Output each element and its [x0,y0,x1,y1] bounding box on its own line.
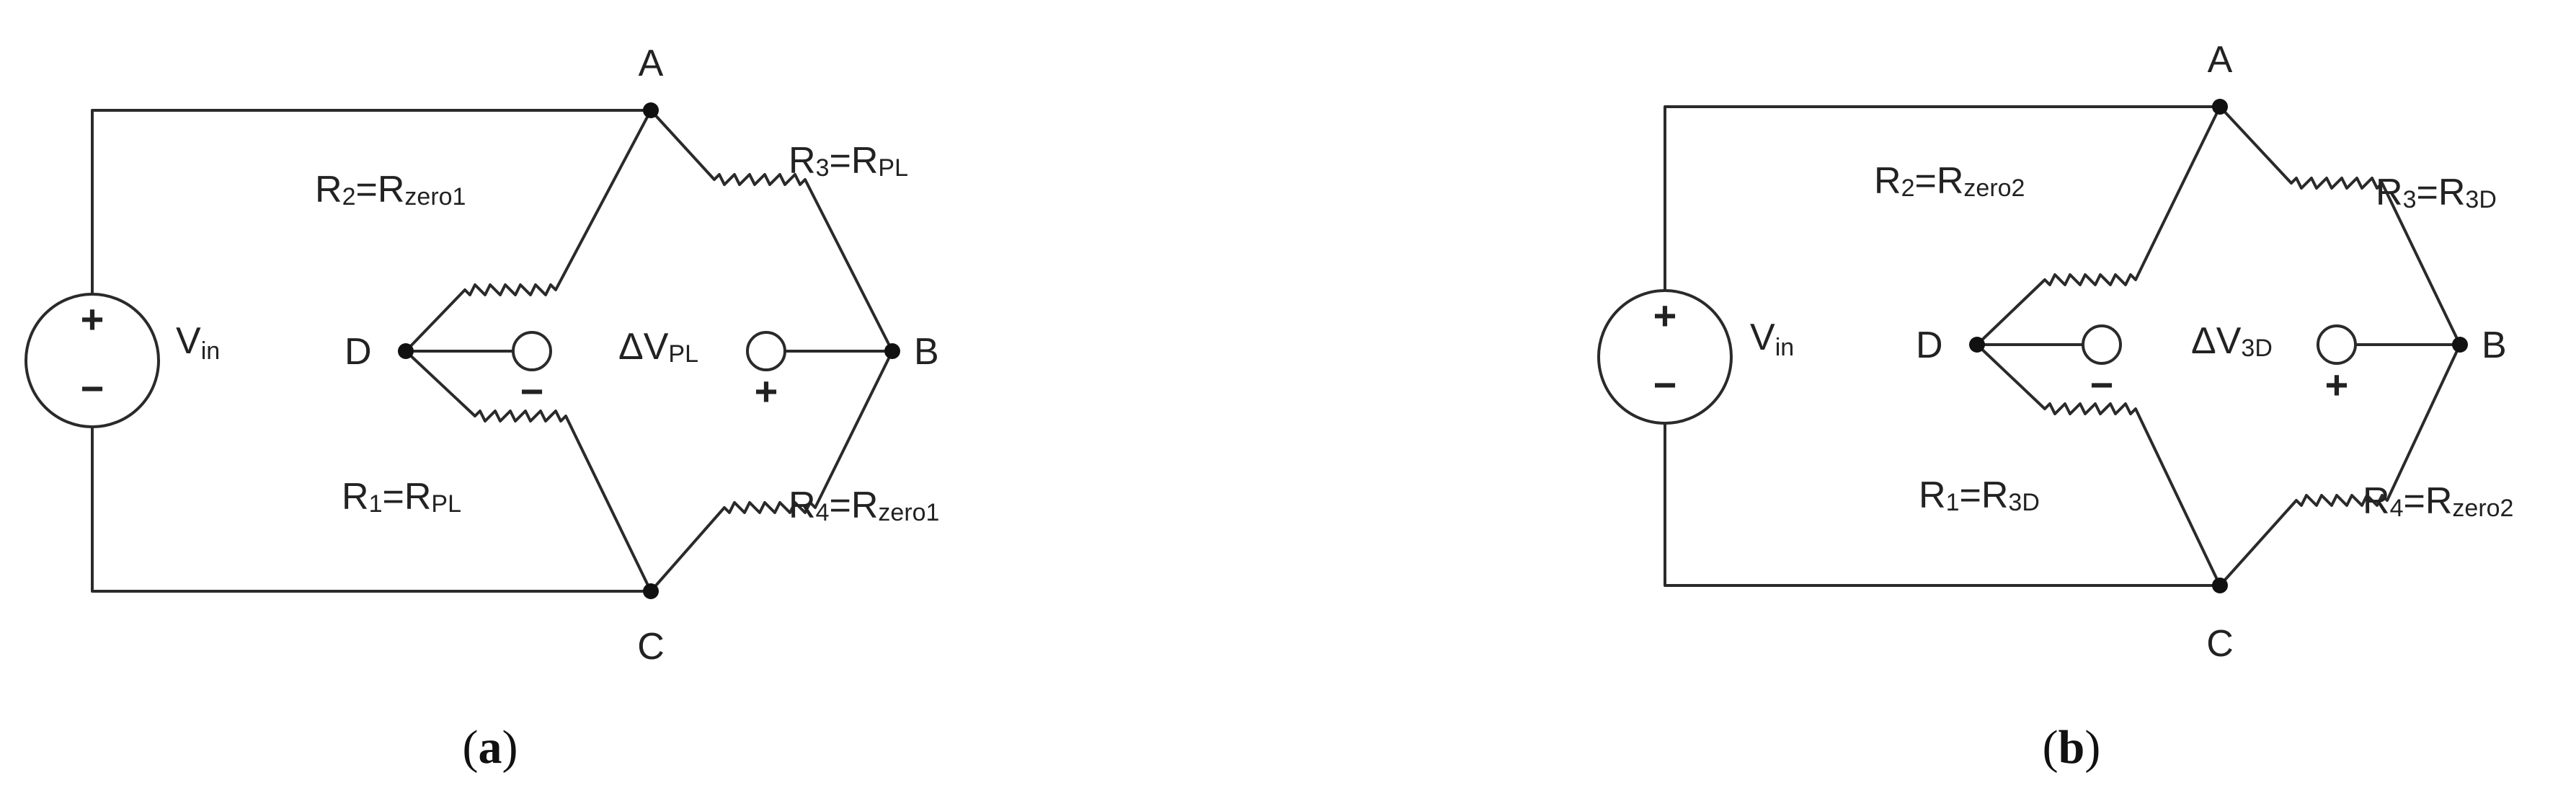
caption-a: (a) [463,721,518,774]
arm-r3 [649,109,894,353]
node-label-c: C [2206,623,2234,665]
meter-plus-sign: + [755,368,778,414]
node-label-b: B [914,331,939,373]
node-b-dot [2452,337,2468,353]
node-label-c: C [637,626,665,668]
node-label-d: D [1916,324,1943,366]
arm-r3 [2219,105,2461,346]
panel-b [1597,99,2468,593]
top-wire [1664,105,2221,308]
r1-label: R1=RPL [342,476,461,518]
r3-label: R3=R3D [2376,172,2497,213]
r4-label: R4=Rzero1 [789,485,939,526]
bottom-wire [1664,406,2221,587]
panel-a-labels: A B C D + − Vin ΔVPL − + R2=Rzero1 R3=RP… [81,43,940,668]
r3-label: R3=RPL [789,140,908,182]
arm-r4 [649,350,894,593]
meter-plus-sign: + [2325,362,2349,407]
node-a-dot [2212,99,2228,115]
r2-label: R2=Rzero2 [1874,160,2025,202]
meter-label: ΔVPL [618,326,698,368]
node-a-dot [643,102,659,118]
meter-minus-sign: − [520,368,544,414]
source-minus-sign: − [1653,362,1677,407]
arm-r4 [2219,343,2461,587]
node-d-dot [398,343,414,359]
meter-label: ΔV3D [2191,320,2273,362]
source-label: Vin [176,320,220,365]
node-label-b: B [2482,324,2507,366]
source-minus-sign: − [81,366,105,411]
meter-terminal-plus [746,331,786,371]
arm-r1 [1976,343,2221,587]
node-label-d: D [345,331,372,373]
node-label-a: A [639,43,664,84]
node-d-dot [1969,337,1985,353]
arm-r2 [1976,105,2221,346]
meter-terminal-plus [2317,324,2357,365]
node-c-dot [643,583,659,599]
arm-r2 [404,109,652,353]
node-c-dot [2212,578,2228,593]
voltage-source [1597,289,1733,425]
top-wire [91,109,652,311]
arm-r1 [404,350,652,593]
source-label: Vin [1750,317,1794,361]
meter-terminal-minus [2082,324,2122,365]
bottom-wire [91,410,652,593]
node-label-a: A [2208,39,2233,81]
panel-a [25,102,900,599]
r4-label: R4=Rzero2 [2363,480,2513,522]
r1-label: R1=R3D [1919,474,2040,516]
node-b-dot [884,343,900,359]
panel-b-labels: A B C D + − Vin ΔV3D − + R2=Rzero2 R3=R3… [1653,39,2514,665]
caption-b: (b) [2043,721,2101,774]
voltage-source [25,293,160,428]
meter-minus-sign: − [2090,362,2114,407]
r2-label: R2=Rzero1 [315,169,466,211]
source-plus-sign: + [81,296,105,342]
meter-terminal-minus [512,331,552,371]
source-plus-sign: + [1653,293,1677,338]
